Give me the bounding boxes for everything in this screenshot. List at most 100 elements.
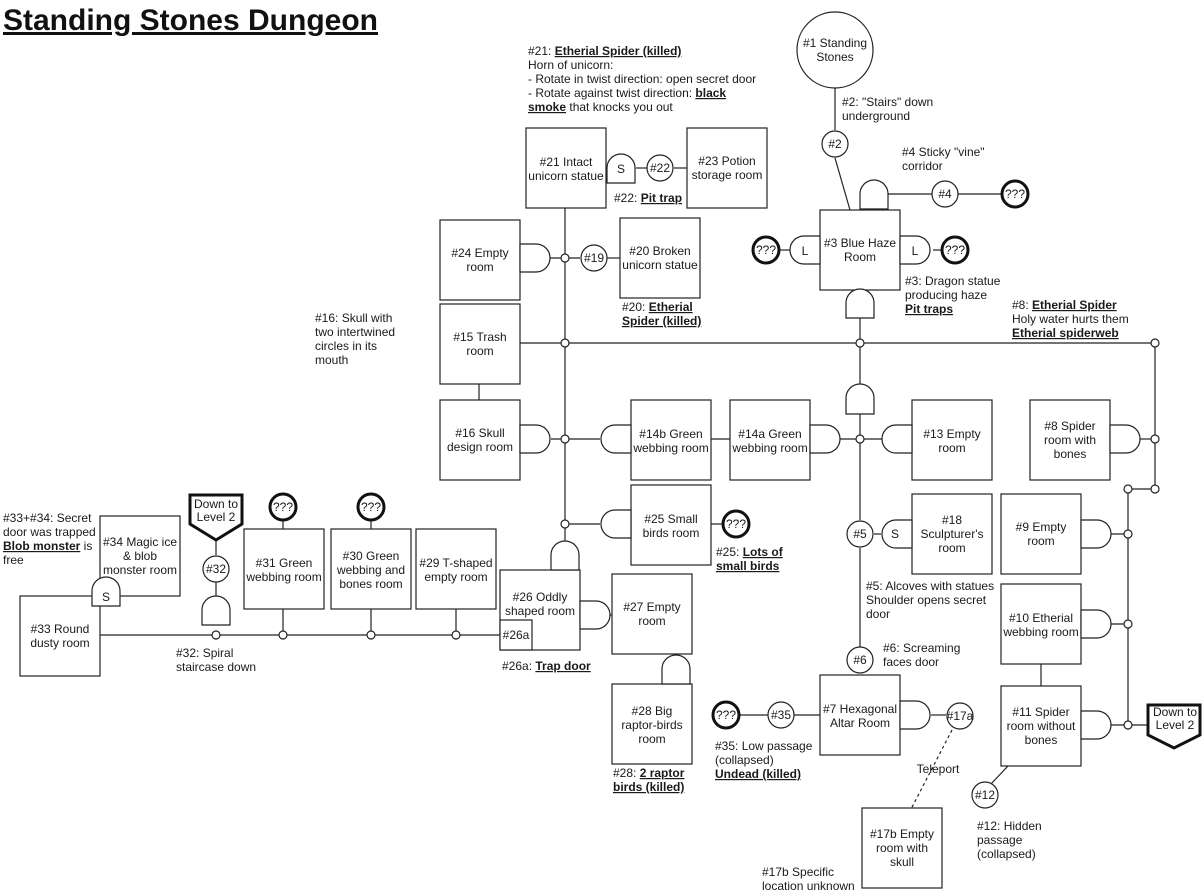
svg-text:- Rotate in twist direction: o: - Rotate in twist direction: open secret… (528, 72, 756, 86)
svg-text:#23 Potion: #23 Potion (698, 154, 755, 168)
svg-text:#26a: Trap door: #26a: Trap door (502, 659, 591, 673)
room-11 (1000, 685, 1082, 767)
node-17a (946, 702, 974, 730)
room-3 (819, 209, 901, 291)
svg-text:room: room (638, 732, 665, 746)
svg-text:unicorn statue: unicorn statue (622, 258, 698, 272)
svg-text:webbing room: webbing room (1002, 625, 1078, 639)
svg-text:room: room (938, 541, 965, 555)
svg-text:S: S (891, 527, 899, 541)
svg-text:???: ??? (726, 517, 746, 531)
node-standing-stones (796, 11, 874, 89)
svg-text:#9 Empty: #9 Empty (1016, 520, 1067, 534)
svg-text:Pit traps: Pit traps (905, 302, 953, 316)
svg-text:#6: Screaming: #6: Screaming (883, 641, 960, 655)
svg-text:#35: #35 (771, 708, 791, 722)
svg-text:- Rotate against twist directi: - Rotate against twist direction: black (528, 86, 726, 100)
down-to-level-2-marker (1146, 703, 1202, 750)
svg-text:#12: #12 (975, 788, 995, 802)
svg-text:birds room: birds room (643, 526, 700, 540)
rooms (19, 127, 1111, 889)
svg-text:#11 Spider: #11 Spider (1012, 705, 1069, 719)
svg-text:smoke that knocks you out: smoke that knocks you out (528, 100, 673, 114)
svg-text:???: ??? (716, 708, 736, 722)
room-15 (439, 303, 521, 385)
svg-text:#5: #5 (853, 527, 867, 541)
unknown-node (751, 235, 781, 265)
svg-text:Room: Room (844, 250, 876, 264)
svg-text:dusty room: dusty room (30, 636, 89, 650)
svg-text:#28: 2 raptor: #28: 2 raptor (613, 766, 685, 780)
svg-text:door: door (866, 607, 890, 621)
room-18 (911, 493, 993, 575)
svg-text:#2: "Stairs" down: #2: "Stairs" down (842, 95, 933, 109)
svg-text:Undead (killed): Undead (killed) (715, 767, 801, 781)
svg-text:faces door: faces door (883, 655, 939, 669)
svg-text:#33+#34: Secret: #33+#34: Secret (3, 511, 92, 525)
room-26a (499, 619, 533, 651)
svg-text:Level 2: Level 2 (1156, 718, 1195, 732)
svg-text:S: S (102, 590, 110, 604)
svg-text:bones: bones (1025, 733, 1058, 747)
svg-text:#20 Broken: #20 Broken (629, 244, 690, 258)
svg-text:Shoulder opens secret: Shoulder opens secret (866, 593, 987, 607)
svg-text:#16 Skull: #16 Skull (455, 426, 504, 440)
svg-text:#22: Pit trap: #22: Pit trap (614, 191, 682, 205)
down-to-level-2-marker (188, 493, 244, 542)
svg-text:Altar Room: Altar Room (830, 716, 890, 730)
svg-text:#28 Big: #28 Big (632, 704, 673, 718)
svg-text:#19: #19 (584, 251, 604, 265)
svg-text:webbing room: webbing room (632, 441, 708, 455)
svg-text:Down to: Down to (194, 497, 238, 511)
svg-text:???: ??? (1005, 187, 1025, 201)
node-19 (580, 244, 608, 272)
svg-text:???: ??? (361, 500, 381, 514)
room-31 (243, 528, 325, 610)
room-27 (611, 573, 693, 655)
unknown-node (711, 700, 741, 730)
notes: #21: Etherial Spider (killed) Horn of un… (3, 44, 1129, 892)
svg-text:#5: Alcoves with statues: #5: Alcoves with statues (866, 579, 994, 593)
svg-text:#32: Spiral: #32: Spiral (176, 646, 233, 660)
svg-text:#17b Specific: #17b Specific (762, 865, 834, 879)
svg-text:#14b Green: #14b Green (639, 427, 702, 441)
svg-text:#17a: #17a (947, 709, 974, 723)
room-10 (1000, 583, 1082, 665)
room-24 (439, 219, 521, 301)
svg-text:#2: #2 (828, 137, 842, 151)
svg-text:#15 Trash: #15 Trash (453, 330, 506, 344)
svg-text:#33 Round: #33 Round (31, 622, 90, 636)
svg-text:Etherial spiderweb: Etherial spiderweb (1012, 326, 1119, 340)
svg-text:Teleport: Teleport (917, 762, 960, 776)
svg-text:room: room (638, 614, 665, 628)
svg-text:#22: #22 (650, 161, 670, 175)
svg-text:#13 Empty: #13 Empty (923, 427, 980, 441)
svg-text:#10 Etherial: #10 Etherial (1009, 611, 1073, 625)
svg-text:#3: Dragon statue: #3: Dragon statue (905, 274, 1001, 288)
node-5 (846, 520, 874, 548)
svg-text:#35: Low passage: #35: Low passage (715, 739, 813, 753)
room-30 (330, 528, 412, 610)
svg-text:two intertwined: two intertwined (315, 325, 395, 339)
svg-text:birds (killed): birds (killed) (613, 780, 684, 794)
svg-text:room with: room with (876, 841, 928, 855)
svg-text:Spider (killed): Spider (killed) (622, 314, 701, 328)
room-29 (415, 528, 497, 610)
svg-text:#4: #4 (938, 187, 952, 201)
svg-text:small birds: small birds (716, 559, 780, 573)
svg-text:???: ??? (756, 243, 776, 257)
svg-text:#24 Empty: #24 Empty (451, 246, 508, 260)
svg-text:L: L (802, 244, 809, 258)
unknown-node (356, 492, 386, 522)
svg-text:Blob monster is: Blob monster is (3, 539, 92, 553)
svg-text:#1 Standing: #1 Standing (803, 36, 867, 50)
svg-text:#30 Green: #30 Green (343, 549, 400, 563)
room-13 (911, 399, 993, 481)
node-22 (646, 154, 674, 182)
room-17b (861, 807, 943, 889)
svg-text:#12: Hidden: #12: Hidden (977, 819, 1042, 833)
svg-text:passage: passage (977, 833, 1023, 847)
svg-text:#18: #18 (942, 513, 962, 527)
room-23 (686, 127, 768, 209)
page-title: Standing Stones Dungeon (3, 4, 378, 37)
